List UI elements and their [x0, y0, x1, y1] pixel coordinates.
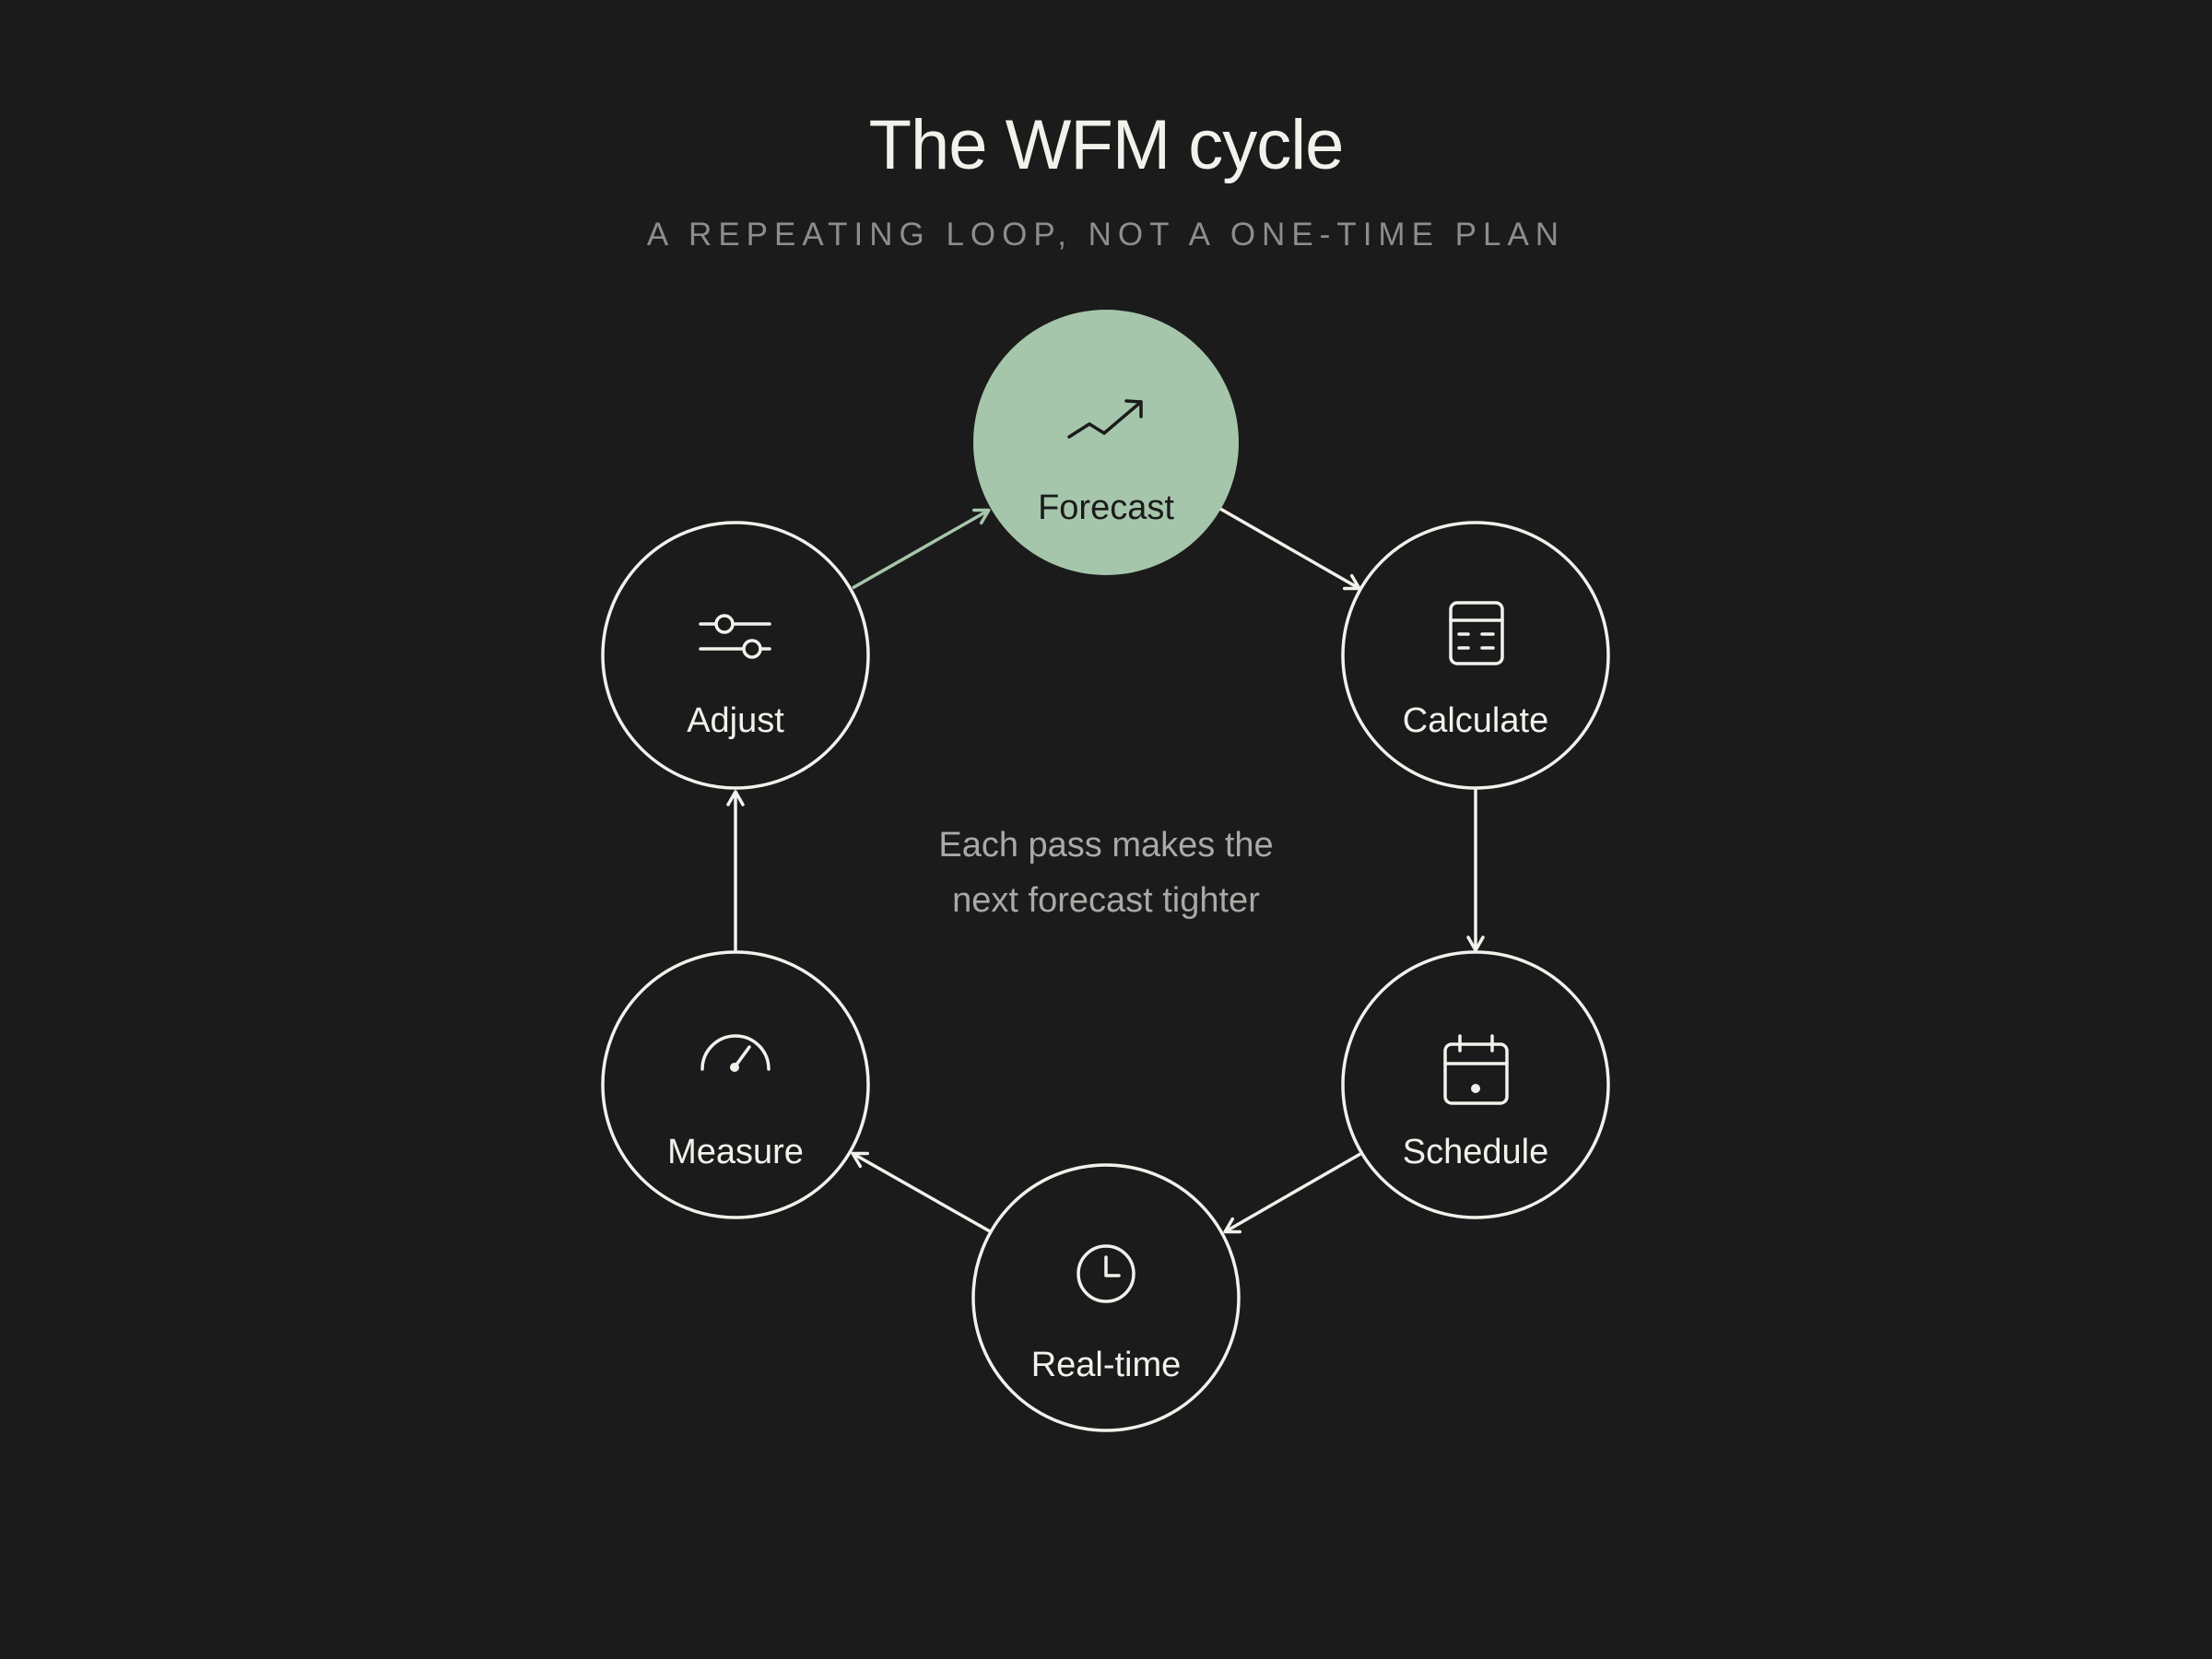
node-circle: [971, 1163, 1241, 1432]
node-label: Schedule: [1403, 1133, 1548, 1171]
node-circle: [973, 310, 1239, 575]
node-label: Measure: [667, 1133, 804, 1171]
sliders-icon: [699, 614, 771, 659]
node-label: Calculate: [1403, 701, 1548, 740]
cycle-arrows: [726, 507, 1485, 1234]
node-forecast: Forecast: [973, 310, 1239, 575]
node-calculate: Calculate: [1341, 521, 1610, 790]
node-label: Real-time: [1031, 1346, 1182, 1384]
node-realtime: Real-time: [971, 1163, 1241, 1432]
center-note-line1: Each pass makes the: [938, 826, 1273, 865]
node-schedule: Schedule: [1341, 950, 1610, 1219]
diagram-title: The WFM cycle: [868, 106, 1345, 184]
node-measure: Measure: [601, 950, 870, 1219]
arrow-forecast-to-calculate: [1219, 507, 1361, 591]
arrow-schedule-to-realtime: [1223, 1152, 1361, 1234]
calculator-icon: [1449, 601, 1504, 665]
clock-icon: [1077, 1244, 1135, 1303]
gauge-needle-pivot: [730, 1063, 739, 1072]
node-label: Forecast: [1038, 488, 1174, 527]
arrow-adjust-to-forecast: [852, 508, 991, 590]
node-label: Adjust: [687, 701, 784, 740]
center-note-line2: next forecast tighter: [952, 881, 1260, 920]
node-circle: [601, 950, 870, 1219]
arrow-realtime-to-measure: [851, 1151, 991, 1233]
diagram-subtitle: A REPEATING LOOP, NOT A ONE-TIME PLAN: [646, 217, 1566, 253]
calendar-dot: [1471, 1084, 1480, 1093]
node-circle: [1341, 521, 1610, 790]
node-circle: [601, 521, 870, 790]
node-adjust: Adjust: [601, 521, 870, 790]
trend-up-icon: [1067, 399, 1143, 439]
calendar-icon: [1443, 1034, 1509, 1105]
